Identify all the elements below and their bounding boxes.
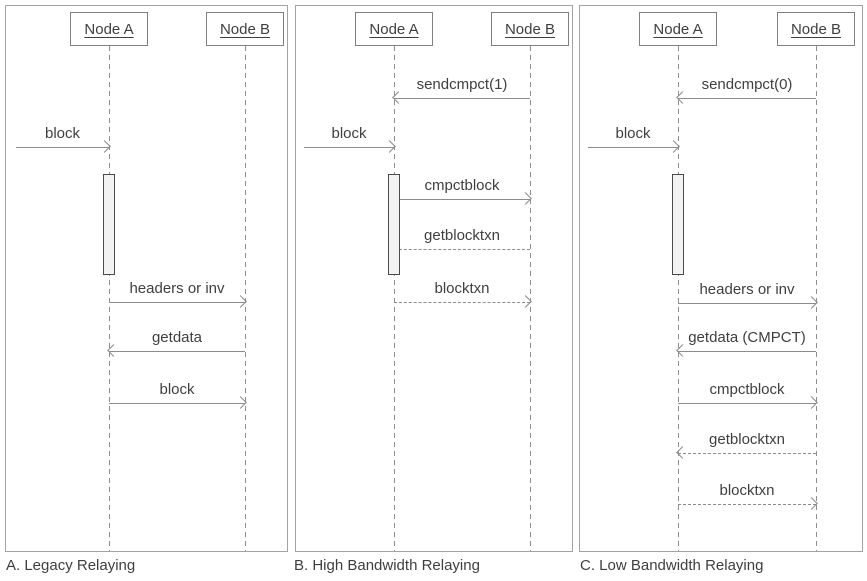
message-block-external: block — [588, 120, 680, 153]
message-label: blocktxn — [719, 482, 775, 499]
message-label: cmpctblock — [424, 177, 500, 194]
actor-box-node-b: Node B — [777, 12, 855, 46]
message-label: block — [331, 125, 367, 142]
panel-caption-low-bandwidth: C. Low Bandwidth Relaying — [580, 557, 764, 574]
message-label: sendcmpct(0) — [701, 76, 793, 93]
message-label: block — [44, 125, 81, 142]
message-getdata: getdata — [107, 324, 245, 357]
actor-box-node-b: Node B — [206, 12, 284, 46]
message-getblocktxn: getblocktxn — [676, 426, 816, 459]
actor-box-node-b: Node B — [491, 12, 569, 46]
lifeline-node-a — [109, 46, 110, 551]
panel-caption-legacy: A. Legacy Relaying — [6, 557, 136, 574]
message-block-external: block — [304, 120, 396, 153]
message-label: getblocktxn — [709, 431, 785, 448]
message-label: blocktxn — [434, 280, 490, 297]
activation-bar-node-a — [388, 174, 400, 275]
lifeline-node-b — [530, 46, 531, 551]
lifeline-node-a — [394, 46, 395, 551]
activation-bar-node-a — [103, 174, 115, 275]
message-cmpctblock: cmpctblock — [394, 172, 532, 205]
activation-bar-node-a — [672, 174, 684, 275]
message-label: getblocktxn — [424, 227, 500, 244]
message-cmpctblock: cmpctblock — [678, 376, 818, 409]
message-block-external: block — [16, 120, 111, 153]
message-sendcmpct-0: sendcmpct(0) — [676, 71, 816, 104]
message-label: headers or inv — [699, 281, 795, 298]
message-label: block — [159, 381, 195, 398]
actor-box-node-a: Node A — [639, 12, 717, 46]
actor-label-node-a: Node A — [84, 20, 134, 38]
message-block: block — [109, 376, 247, 409]
message-label: getdata (CMPCT) — [688, 329, 806, 346]
message-blocktxn: blocktxn — [394, 275, 532, 308]
lifeline-node-a — [678, 46, 679, 551]
message-getblocktxn: getblocktxn — [392, 222, 530, 255]
actor-label-node-a: Node A — [653, 20, 703, 38]
message-headers-or-inv: headers or inv — [109, 275, 247, 308]
actor-box-node-a: Node A — [70, 12, 148, 46]
message-sendcmpct-1: sendcmpct(1) — [392, 71, 530, 104]
panel-low-bandwidth-relaying: Node A Node B sendcmpct(0) block headers… — [579, 5, 863, 552]
lifeline-node-b — [816, 46, 817, 551]
panel-legacy-relaying: Node A Node B block headers or inv getda… — [5, 5, 288, 552]
message-headers-or-inv: headers or inv — [678, 276, 818, 309]
message-label: sendcmpct(1) — [416, 76, 508, 93]
panel-high-bandwidth-relaying: Node A Node B sendcmpct(1) block cmpctbl… — [295, 5, 573, 552]
message-label: block — [615, 125, 651, 142]
panel-caption-high-bandwidth: B. High Bandwidth Relaying — [294, 557, 480, 574]
message-blocktxn: blocktxn — [678, 477, 818, 510]
actor-label-node-b: Node B — [790, 20, 842, 38]
actor-label-node-b: Node B — [504, 20, 556, 38]
message-label: cmpctblock — [709, 381, 785, 398]
lifeline-node-b — [245, 46, 246, 551]
message-label: getdata — [151, 329, 203, 346]
message-label: headers or inv — [129, 280, 225, 297]
actor-label-node-a: Node A — [369, 20, 419, 38]
actor-label-node-b: Node B — [219, 20, 271, 38]
actor-box-node-a: Node A — [355, 12, 433, 46]
message-getdata-cmpct: getdata (CMPCT) — [676, 324, 816, 357]
